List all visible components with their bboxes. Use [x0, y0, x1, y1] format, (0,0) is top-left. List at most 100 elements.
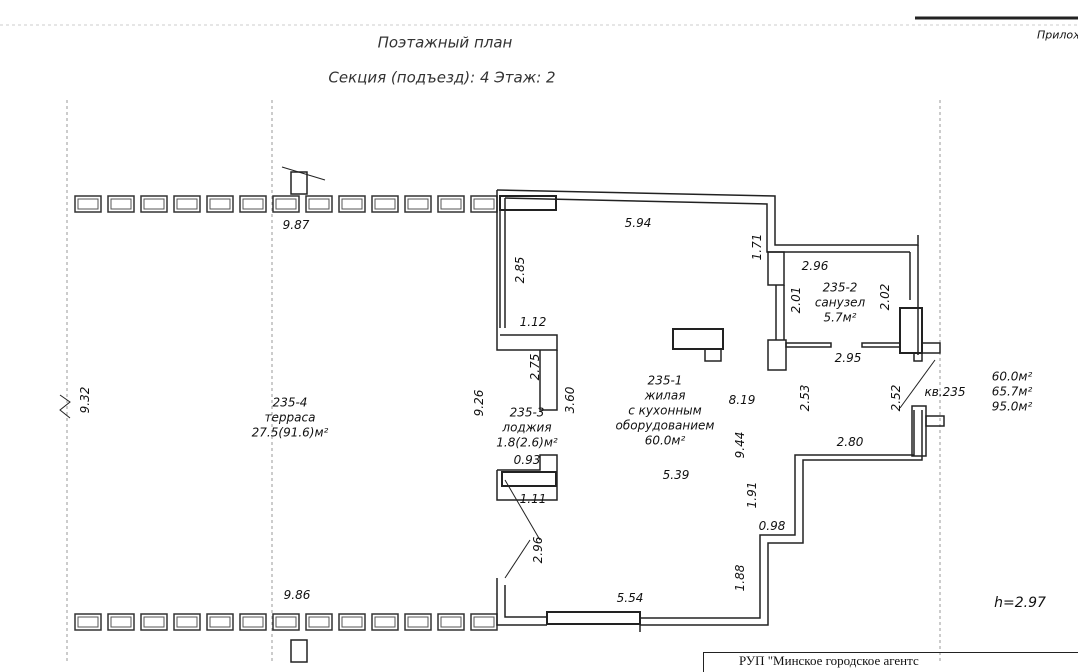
room-bathroom: 235-2 санузел 5.7м² — [815, 281, 865, 326]
room-area: 1.8(2.6)м² — [496, 435, 558, 450]
railing-post — [107, 195, 135, 213]
room-name: терраса — [264, 410, 316, 425]
room-number: 235-1 — [647, 373, 683, 388]
railing-post-inner — [242, 198, 264, 210]
grid-lines — [0, 24, 1078, 663]
dimension: 5.39 — [662, 468, 690, 482]
railing-post — [404, 613, 432, 631]
apartment-label: кв.235 — [924, 385, 966, 399]
dimension: 9.26 — [472, 389, 486, 417]
room-name: с кухонным — [628, 403, 702, 418]
railing-post-inner — [473, 616, 495, 628]
dimension: 0.98 — [758, 519, 786, 533]
railing-post — [107, 613, 135, 631]
railing-post-inner — [440, 616, 462, 628]
room-living: 235-1 жилая с кухонным оборудованием 60.… — [616, 374, 715, 449]
dimension: 5.54 — [616, 591, 644, 605]
dimension: 2.85 — [513, 256, 527, 284]
room-terrace: 235-4 терраса 27.5(91.6)м² — [252, 396, 329, 441]
railing-post — [371, 613, 399, 631]
railing-post — [437, 195, 465, 213]
railing-post — [239, 613, 267, 631]
terrace-railing-top — [74, 195, 498, 213]
railing-post — [206, 195, 234, 213]
area-with-summer: 95.0м² — [991, 399, 1033, 414]
railing-post-inner — [242, 616, 264, 628]
dimension: 1.71 — [750, 233, 764, 261]
railing-post-inner — [440, 198, 462, 210]
railing-post — [305, 613, 333, 631]
railing-post — [437, 613, 465, 631]
area-total: 65.7м² — [991, 384, 1033, 399]
dimension: 1.11 — [519, 492, 547, 506]
ceiling-height: h=2.97 — [994, 595, 1046, 611]
area-living: 60.0м² — [991, 369, 1033, 384]
railing-post — [470, 613, 498, 631]
railing-post — [173, 195, 201, 213]
railing-post-inner — [176, 616, 198, 628]
terrace-railing-bottom — [74, 613, 498, 631]
dimension: 2.95 — [834, 351, 862, 365]
railing-post — [140, 613, 168, 631]
plan-title: Поэтажный план — [377, 33, 513, 52]
dimension: 3.60 — [563, 386, 577, 414]
railing-post-inner — [341, 198, 363, 210]
railing-post — [470, 195, 498, 213]
railing-post — [338, 195, 366, 213]
railing-post — [74, 613, 102, 631]
room-area: 27.5(91.6)м² — [251, 425, 329, 440]
dimension: 5.94 — [624, 216, 652, 230]
railing-post — [305, 195, 333, 213]
appendix-label: Прилож — [1036, 28, 1078, 42]
room-name: лоджия — [502, 420, 552, 435]
railing-post — [404, 195, 432, 213]
dimension: 2.52 — [889, 384, 903, 412]
room-loggia: 235-3 лоджия 1.8(2.6)м² — [496, 406, 557, 451]
railing-post-inner — [308, 198, 330, 210]
apartment-areas: 60.0м² 65.7м² 95.0м² — [992, 370, 1033, 415]
dimension: 9.87 — [282, 218, 310, 232]
organization-name: РУП "Минское городское агентс — [739, 653, 919, 668]
railing-post-inner — [308, 616, 330, 628]
title-block: РУП "Минское городское агентс — [703, 652, 1078, 672]
railing-post — [272, 195, 300, 213]
railing-post — [272, 613, 300, 631]
railing-post — [206, 613, 234, 631]
room-number: 235-2 — [822, 280, 858, 295]
railing-post-inner — [176, 198, 198, 210]
railing-post-inner — [275, 198, 297, 210]
dimension: 9.32 — [78, 386, 92, 414]
dimension: 2.02 — [878, 283, 892, 311]
railing-post — [140, 195, 168, 213]
railing-post-inner — [374, 198, 396, 210]
dimension: 2.01 — [789, 286, 803, 314]
dimension: 0.93 — [513, 453, 541, 467]
dimension: 2.80 — [836, 435, 864, 449]
railing-post-inner — [374, 616, 396, 628]
room-name: санузел — [814, 295, 866, 310]
railing-post-inner — [407, 616, 429, 628]
dimension: 9.86 — [283, 588, 311, 602]
room-area: 5.7м² — [823, 310, 857, 325]
railing-post — [239, 195, 267, 213]
room-area: 60.0м² — [644, 433, 686, 448]
railing-post-inner — [473, 198, 495, 210]
railing-post — [338, 613, 366, 631]
room-number: 235-4 — [272, 395, 308, 410]
dimension: 2.75 — [528, 353, 542, 381]
room-name: оборудованием — [615, 418, 715, 433]
railing-post-inner — [209, 198, 231, 210]
dimension: 1.91 — [745, 481, 759, 509]
room-number: 235-3 — [509, 405, 545, 420]
railing-post-inner — [209, 616, 231, 628]
railing-post-inner — [110, 616, 132, 628]
railing-post-inner — [143, 198, 165, 210]
railing-post-inner — [77, 198, 99, 210]
dimension: 2.96 — [801, 259, 829, 273]
railing-post-inner — [407, 198, 429, 210]
room-name: жилая — [644, 388, 686, 403]
section-floor-label: Секция (подъезд): 4 Этаж: 2 — [328, 68, 556, 87]
dimension: 2.96 — [531, 536, 545, 564]
railing-post-inner — [275, 616, 297, 628]
